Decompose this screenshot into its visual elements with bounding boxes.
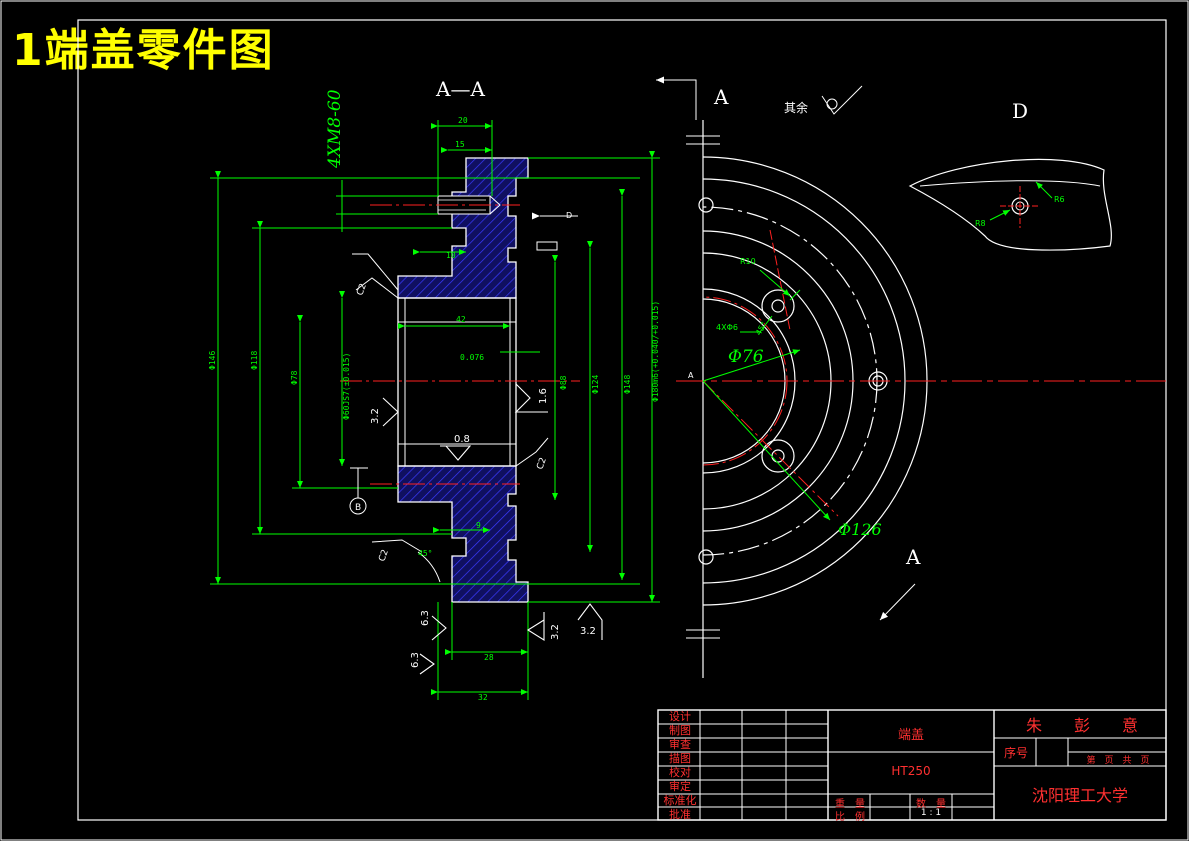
university: 沈阳理工大学 <box>1031 786 1128 805</box>
dim-15: 15 <box>455 140 465 149</box>
roughness-16: 1.6 <box>538 388 549 404</box>
dim-r6: R6 <box>1054 195 1065 204</box>
title-block-row-labels: 设计 制图 审查 描图 校对 审定 标准化 批准 <box>662 710 698 822</box>
dim-42: 42 <box>456 315 466 324</box>
dim-28: 28 <box>484 653 494 662</box>
scale-label: 比 例 <box>835 812 865 823</box>
qty-label: 数 量 <box>916 799 946 810</box>
tb-row-approve1: 审定 <box>669 780 691 793</box>
roughness-32a: 3.2 <box>370 408 381 424</box>
dim-32: 32 <box>478 693 488 702</box>
dim-phi60: Φ60JS7(±0.015) <box>342 353 351 420</box>
rest-roughness: 其余 <box>784 100 808 115</box>
roughness-32c: 3.2 <box>580 626 596 637</box>
roughness-32b: 3.2 <box>550 624 561 640</box>
detail-d: R6 R8 D <box>908 99 1112 251</box>
section-view: A—A 20 15 10 42 9 28 32 0.076 45° Φ146 Φ… <box>208 77 660 702</box>
dim-r10: R10 <box>740 257 756 266</box>
weight-label: 重 量 <box>835 799 865 810</box>
datum-b: B <box>355 503 361 513</box>
roughness-symbol-rest <box>821 85 863 115</box>
end-view: Φ76 Φ126 R10 4XΦ6 45° A A A 其余 <box>656 76 1166 678</box>
tb-row-design: 设计 <box>669 710 691 723</box>
part-name: 端盖 <box>897 728 924 743</box>
dim-9: 9 <box>476 521 481 530</box>
tb-row-approve2: 批准 <box>669 808 691 821</box>
dim-phi146: Φ146 <box>208 351 217 370</box>
chamfer-c2-c: C2 <box>377 548 391 563</box>
inner-border <box>77 19 1167 821</box>
dim-phi118: Φ118 <box>250 351 259 370</box>
view-label-a-top: A <box>713 85 729 109</box>
detail-d-label: D <box>1012 99 1028 123</box>
dim-phi180: Φ180m6(+0.040/+0.015) <box>651 301 660 402</box>
roughness-08: 0.8 <box>454 434 470 445</box>
tb-row-standard: 标准化 <box>663 794 697 807</box>
section-bore <box>397 297 517 467</box>
dim-phi76: Φ76 <box>728 347 764 367</box>
dim-10: 10 <box>446 251 456 260</box>
section-label: A—A <box>435 77 485 101</box>
dim-phi124: Φ124 <box>591 375 600 394</box>
section-hatch-top <box>397 157 529 299</box>
tb-row-check: 审查 <box>669 738 691 751</box>
roughness-63b: 6.3 <box>410 652 421 668</box>
tb-row-proof: 校对 <box>669 766 691 779</box>
thread-callout: 4XM8-60 <box>325 89 345 169</box>
material: HT250 <box>891 764 931 778</box>
section-hatch-bottom <box>397 465 529 603</box>
view-label-a-bottom: A <box>905 545 921 569</box>
tol-0076: 0.076 <box>460 353 484 362</box>
chamfer-c2-b: C2 <box>535 456 549 471</box>
tb-row-draw: 制图 <box>669 724 691 737</box>
chamfer-c2-a: C2 <box>355 282 369 297</box>
seq-label: 序号 <box>1003 746 1028 760</box>
dim-phi126: Φ126 <box>838 520 882 539</box>
drawing-title: 1端盖零件图 <box>12 25 275 76</box>
title-block-grid <box>657 709 1167 821</box>
dim-phi88: Φ88 <box>559 375 568 390</box>
roughness-63a: 6.3 <box>420 610 431 626</box>
tb-row-trace: 描图 <box>669 752 691 765</box>
sheet-info: 第 页 共 页 <box>1086 756 1150 766</box>
dim-phi148: Φ148 <box>623 375 632 394</box>
scale-value: 1 : 1 <box>920 808 942 818</box>
view-d-arrow: D <box>566 211 572 220</box>
author: 朱 彭 意 <box>1025 716 1138 735</box>
holes-callout: 4XΦ6 <box>716 323 738 332</box>
angle-45: 45° <box>418 549 432 558</box>
dim-r8: R8 <box>975 219 986 228</box>
dim-phi78: Φ78 <box>290 370 299 385</box>
dim-20: 20 <box>458 116 468 125</box>
center-label: A <box>688 371 694 380</box>
